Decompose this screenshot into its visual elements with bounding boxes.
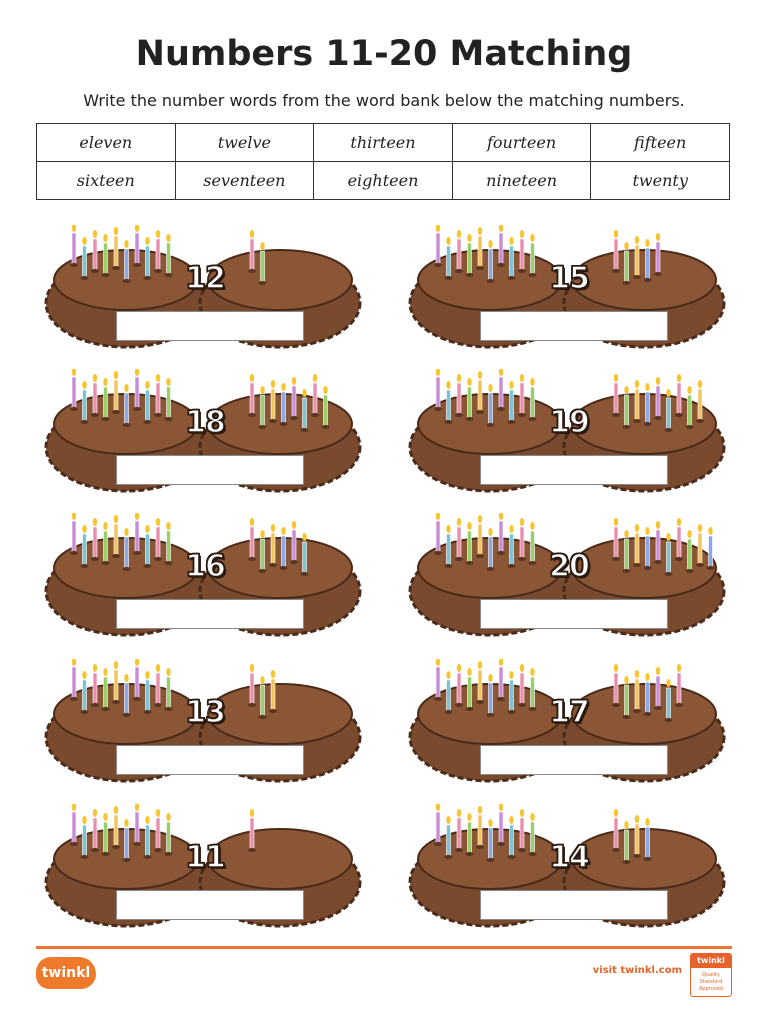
number-label: 19 bbox=[548, 404, 590, 441]
answer-box[interactable] bbox=[480, 311, 668, 341]
badge-title: twinkl bbox=[691, 954, 731, 968]
instruction-text: Write the number words from the word ban… bbox=[83, 91, 685, 110]
cakes-illustration bbox=[44, 369, 362, 493]
matching-item: 19 bbox=[404, 369, 734, 514]
word-bank-cell: eighteen bbox=[313, 161, 453, 200]
number-label: 16 bbox=[184, 548, 226, 585]
cakes-illustration bbox=[408, 513, 726, 637]
word-bank-cell: nineteen bbox=[451, 161, 592, 200]
number-label: 12 bbox=[184, 260, 226, 297]
word-bank-row: eleven twelve thirteen fourteen fifteen bbox=[36, 123, 730, 162]
matching-item: 11 bbox=[40, 804, 370, 949]
word-bank-cell: fourteen bbox=[451, 123, 592, 162]
number-label: 13 bbox=[184, 694, 226, 731]
answer-box[interactable] bbox=[116, 311, 304, 341]
word-bank-cell: twelve bbox=[174, 123, 315, 162]
word-bank-cell: twenty bbox=[590, 161, 730, 200]
word-bank-cell: thirteen bbox=[313, 123, 453, 162]
number-label: 17 bbox=[548, 694, 590, 731]
matching-item: 17 bbox=[404, 659, 734, 804]
word-bank-cell: sixteen bbox=[36, 161, 176, 200]
logo-text: twinkl bbox=[41, 965, 91, 981]
answer-box[interactable] bbox=[480, 455, 668, 485]
cakes-illustration bbox=[408, 659, 726, 783]
matching-item: 14 bbox=[404, 804, 734, 949]
answer-box[interactable] bbox=[480, 599, 668, 629]
answer-box[interactable] bbox=[116, 890, 304, 920]
number-label: 18 bbox=[184, 404, 226, 441]
matching-item: 20 bbox=[404, 513, 734, 658]
badge-text: Quality Standard Approved bbox=[699, 972, 723, 992]
cakes-illustration bbox=[44, 225, 362, 349]
number-label: 11 bbox=[184, 839, 226, 876]
number-label: 15 bbox=[548, 260, 590, 297]
footer-divider bbox=[36, 946, 732, 949]
matching-item: 16 bbox=[40, 513, 370, 658]
answer-box[interactable] bbox=[116, 599, 304, 629]
cakes-illustration bbox=[408, 369, 726, 493]
word-bank-table: eleven twelve thirteen fourteen fifteen … bbox=[36, 123, 730, 200]
answer-box[interactable] bbox=[480, 890, 668, 920]
cakes-illustration bbox=[408, 225, 726, 349]
cakes-illustration bbox=[44, 659, 362, 783]
word-bank-cell: seventeen bbox=[174, 161, 315, 200]
number-label: 20 bbox=[548, 548, 590, 585]
page-title: Numbers 11-20 Matching bbox=[135, 34, 633, 74]
word-bank-cell: fifteen bbox=[590, 123, 730, 162]
matching-item: 12 bbox=[40, 225, 370, 370]
twinkl-logo: twinkl bbox=[36, 957, 96, 989]
matching-item: 18 bbox=[40, 369, 370, 514]
answer-box[interactable] bbox=[116, 745, 304, 775]
answer-box[interactable] bbox=[116, 455, 304, 485]
matching-item: 13 bbox=[40, 659, 370, 804]
visit-link[interactable]: visit twinkl.com bbox=[592, 965, 682, 976]
number-label: 14 bbox=[548, 839, 590, 876]
cakes-illustration bbox=[408, 804, 726, 928]
quality-badge: twinkl Quality Standard Approved bbox=[690, 953, 732, 997]
cakes-illustration bbox=[44, 804, 362, 928]
word-bank-row: sixteen seventeen eighteen nineteen twen… bbox=[36, 161, 730, 200]
cakes-illustration bbox=[44, 513, 362, 637]
answer-box[interactable] bbox=[480, 745, 668, 775]
word-bank-cell: eleven bbox=[36, 123, 176, 162]
matching-item: 15 bbox=[404, 225, 734, 370]
